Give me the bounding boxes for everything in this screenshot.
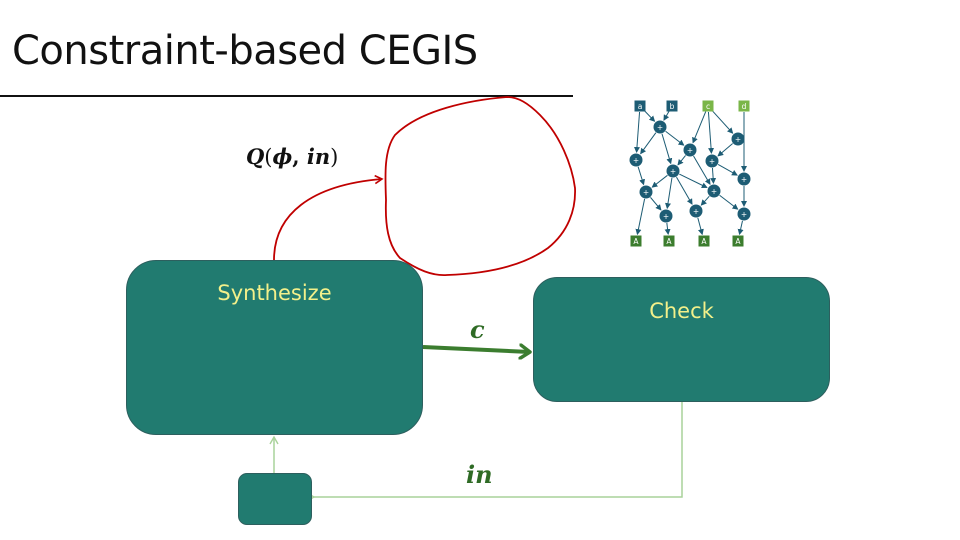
dag-input-c [702, 100, 714, 112]
check-label: Check [649, 299, 714, 323]
dag-op-p12-label: + [741, 210, 747, 219]
synthesize-box[interactable]: Synthesize [126, 260, 423, 435]
dag-op-p1-label: + [657, 123, 663, 132]
query-q: Q [246, 144, 265, 169]
dag-edge [707, 111, 715, 155]
dag-edge [651, 174, 668, 188]
dag-op-p5 [731, 132, 745, 146]
dag-op-p3-label: + [687, 146, 693, 155]
dag-input-d-label: d [742, 102, 747, 111]
dag-edge [719, 194, 739, 210]
counterexample-label: in [466, 460, 493, 489]
dag-op-p10-label: + [693, 207, 699, 216]
dag-output-o1 [630, 235, 642, 247]
dag-edge [700, 195, 710, 206]
dag-edge [711, 110, 734, 134]
dag-op-p1 [653, 120, 667, 134]
dag-edge [650, 197, 662, 211]
dag-edge [635, 198, 646, 236]
dag-edge [710, 167, 717, 185]
query-in: in [306, 144, 331, 169]
program-dag: a b c dA A A A + + + + + + + + + + + + [629, 100, 751, 247]
dag-op-p2 [629, 153, 643, 167]
hand-drawn-blob [384, 96, 576, 276]
dag-op-p8 [639, 185, 653, 199]
dag-op-p7-label: + [741, 175, 747, 184]
dag-edge [679, 173, 708, 188]
candidate-arrow [422, 347, 530, 352]
dag-input-b-label: b [670, 102, 675, 111]
dag-edge [692, 111, 707, 144]
dag-output-o3-label: A [701, 237, 707, 246]
dag-edge [676, 176, 693, 205]
counterexample-arrow [314, 402, 683, 497]
dag-op-p11-label: + [663, 212, 669, 221]
dag-edge [663, 110, 670, 121]
dag-input-a-label: a [638, 102, 643, 111]
counterexample-label-text: in [466, 460, 493, 489]
dag-edge [640, 132, 657, 155]
dag-edge [637, 166, 645, 186]
candidate-label: c [470, 315, 485, 344]
query-arrow [273, 174, 384, 261]
dag-edge [697, 217, 704, 236]
dag-op-p7 [737, 172, 751, 186]
query-comma: , [292, 144, 307, 169]
dag-op-p5-label: + [735, 135, 741, 144]
paren-close: ) [330, 145, 339, 169]
dag-op-p8-label: + [643, 188, 649, 197]
dag-op-p4-label: + [670, 167, 676, 176]
dag-edge [693, 155, 711, 185]
dag-op-p9 [707, 184, 721, 198]
dag-output-o3 [698, 235, 710, 247]
check-box[interactable]: Check [533, 277, 830, 402]
dag-op-p6-label: + [709, 157, 715, 166]
dag-edge [643, 109, 656, 122]
dag-output-o1-label: A [633, 237, 639, 246]
dag-edge [664, 222, 671, 236]
dag-op-p4 [666, 164, 680, 178]
title-underline [0, 95, 573, 97]
dag-input-b [666, 100, 678, 112]
dag-output-o2-label: A [666, 237, 672, 246]
dag-op-p6 [705, 154, 719, 168]
dag-output-o4 [732, 235, 744, 247]
dag-input-c-label: c [706, 102, 710, 111]
dag-input-a [634, 100, 646, 112]
dag-output-o2 [663, 235, 675, 247]
query-label: Q(ϕ, in) [246, 144, 338, 169]
dag-op-p3 [683, 143, 697, 157]
dag-edge [717, 163, 738, 176]
dag-edge [665, 130, 685, 146]
synthesize-label: Synthesize [217, 281, 332, 305]
dag-edge [677, 155, 686, 166]
query-phi: ϕ [272, 144, 293, 169]
slide-title: Constraint-based CEGIS [12, 28, 478, 74]
paren-open: ( [264, 145, 273, 169]
dag-input-d [738, 100, 750, 112]
dag-output-o4-label: A [735, 237, 741, 246]
dag-edge [665, 177, 673, 210]
dag-op-p2-label: + [633, 156, 639, 165]
dag-op-p10 [689, 204, 703, 218]
dag-op-p12 [737, 207, 751, 221]
dag-edge [717, 143, 733, 157]
dag-edge [633, 111, 641, 154]
dag-edge [737, 220, 744, 236]
candidate-label-text: c [470, 315, 485, 344]
input-store-box[interactable] [238, 473, 312, 525]
dag-op-p9-label: + [711, 187, 717, 196]
dag-edge [661, 133, 673, 165]
dag-op-p11 [659, 209, 673, 223]
